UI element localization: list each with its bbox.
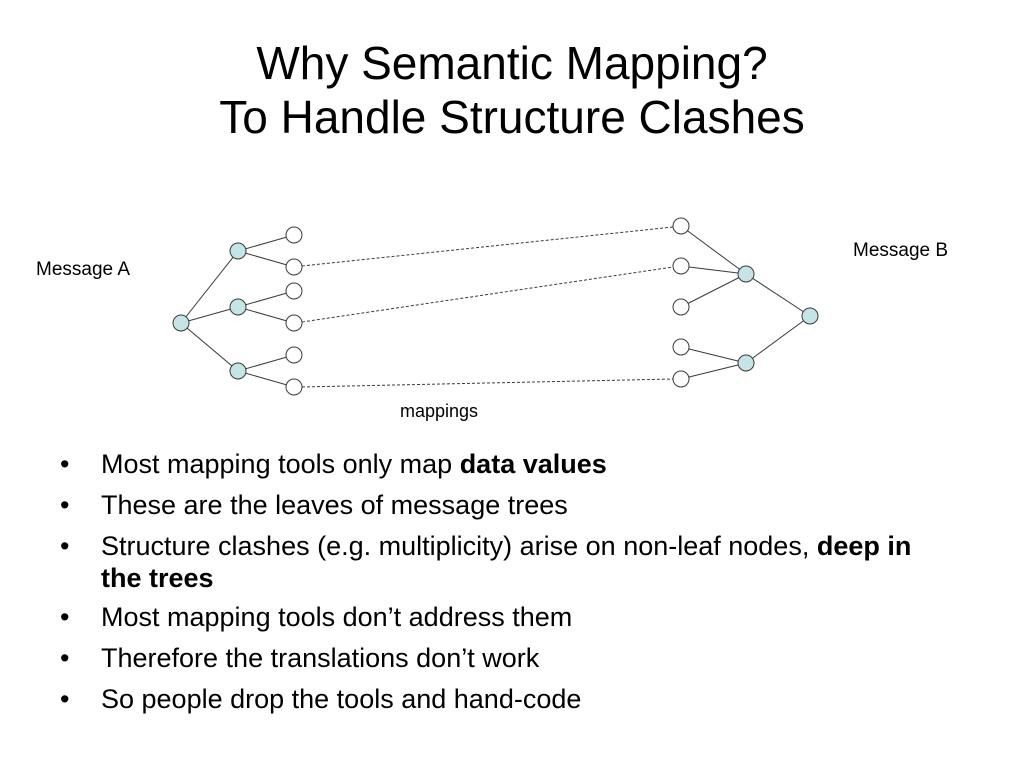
- message-a-label: Message A: [36, 259, 130, 280]
- bullet-list: • Most mapping tools only map data value…: [56, 448, 956, 724]
- inner-node: [737, 265, 755, 283]
- edge: [237, 290, 295, 308]
- inner-node: [229, 242, 247, 260]
- bullet-text: Most mapping tools only map: [101, 449, 460, 479]
- bullet-item: • Most mapping tools don’t address them: [56, 601, 956, 633]
- bullet-dot: •: [60, 602, 70, 632]
- root-node: [801, 307, 819, 325]
- leaf-node: [285, 258, 303, 276]
- bullet-text: So people drop the tools and hand-code: [101, 684, 582, 714]
- tree-a-edges: [180, 234, 295, 388]
- leaf-node: [672, 338, 690, 356]
- edge: [237, 370, 295, 388]
- bullet-dot: •: [60, 449, 70, 479]
- bullet-text: Therefore the translations don’t work: [101, 643, 540, 673]
- mappings-label: mappings: [400, 401, 478, 421]
- bullet-dot: •: [60, 684, 70, 714]
- mapping-lines: [301, 226, 674, 388]
- bullet-dot: •: [60, 490, 70, 520]
- bullet-item: • So people drop the tools and hand-code: [56, 683, 956, 715]
- edge: [745, 315, 811, 364]
- edge: [680, 273, 747, 308]
- edge: [180, 250, 239, 324]
- edge: [237, 354, 295, 372]
- bullet-item: • These are the leaves of message trees: [56, 489, 956, 521]
- edge: [680, 265, 747, 275]
- message-b-label: Message B: [853, 240, 948, 261]
- bullet-bold-text: deep in the trees: [101, 531, 912, 593]
- slide-title: Why Semantic Mapping? To Handle Structur…: [0, 36, 1024, 144]
- leaf-node: [285, 314, 303, 332]
- mapping-line: [301, 226, 674, 267]
- edge: [180, 322, 239, 372]
- tree-mapping-diagram: Message A Message B mappings: [36, 217, 948, 421]
- root-node: [172, 314, 190, 332]
- edge: [680, 346, 747, 364]
- bullet-item: • Most mapping tools only map data value…: [56, 448, 956, 480]
- inner-node: [737, 354, 755, 372]
- edge: [680, 362, 747, 380]
- bullet-dot: •: [60, 643, 70, 673]
- inner-node: [229, 362, 247, 380]
- leaf-node: [672, 370, 690, 388]
- bullet-item: • Therefore the translations don’t work: [56, 642, 956, 674]
- leaf-node: [672, 298, 690, 316]
- bullet-text: Most mapping tools don’t address them: [101, 602, 573, 632]
- tree-a-nodes: [172, 226, 303, 396]
- title-line-2: To Handle Structure Clashes: [219, 91, 805, 143]
- edge: [745, 273, 811, 317]
- leaf-node: [672, 217, 690, 235]
- tree-b-nodes: [672, 217, 819, 388]
- edge: [180, 306, 239, 324]
- bullet-bold-text: data values: [459, 449, 607, 479]
- bullet-text: These are the leaves of message trees: [101, 490, 568, 520]
- bullet-dot: •: [60, 531, 70, 561]
- bullet-text: Structure clashes (e.g. multiplicity) ar…: [101, 531, 817, 561]
- title-line-1: Why Semantic Mapping?: [256, 37, 768, 89]
- leaf-node: [285, 346, 303, 364]
- mapping-line: [301, 378, 674, 388]
- leaf-node: [285, 226, 303, 244]
- tree-b-edges: [680, 225, 811, 380]
- bullet-item: • Structure clashes (e.g. multiplicity) …: [56, 530, 956, 594]
- edge: [680, 225, 747, 275]
- edge: [237, 306, 295, 324]
- edge: [237, 250, 295, 268]
- leaf-node: [285, 282, 303, 300]
- mapping-line: [301, 266, 674, 323]
- leaf-node: [285, 378, 303, 396]
- inner-node: [229, 298, 247, 316]
- leaf-node: [672, 257, 690, 275]
- edge: [237, 234, 295, 252]
